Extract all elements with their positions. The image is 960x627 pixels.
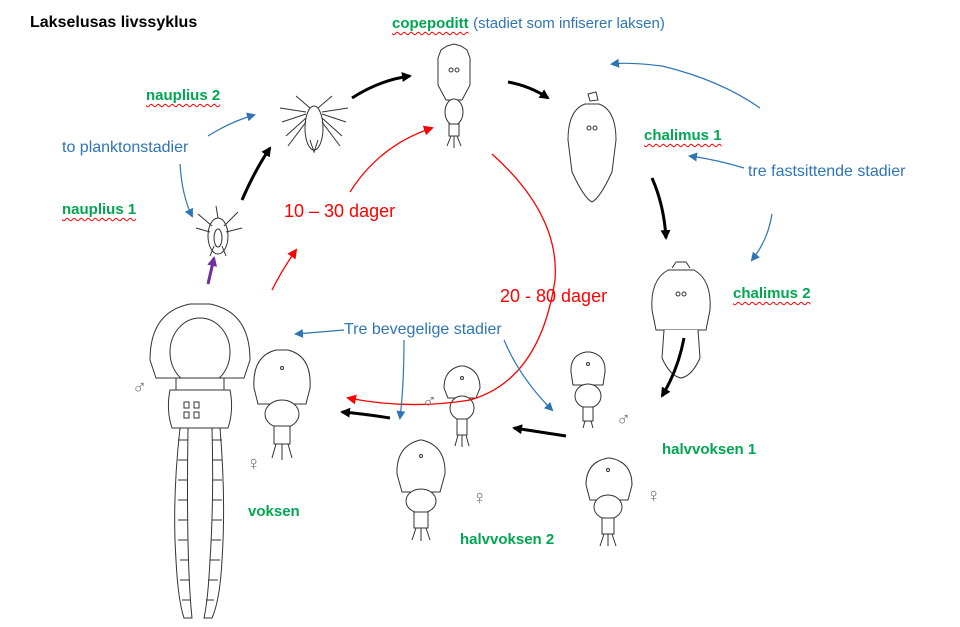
duration-arrows bbox=[271, 125, 556, 406]
chalimus-1-label: chalimus 1 bbox=[644, 127, 722, 144]
diagram-title: Lakselusas livssyklus bbox=[30, 14, 198, 31]
male-symbol-halvvoksen-1: ♂ bbox=[616, 409, 631, 431]
halvvoksen-2-label: halvvoksen 2 bbox=[460, 531, 555, 548]
arrow-n1-to-n2 bbox=[240, 146, 272, 201]
blue-arrow-to-chalimus1 bbox=[688, 152, 745, 169]
hatch-arrow bbox=[206, 256, 218, 285]
blue-arrow-to-nauplius1 bbox=[179, 163, 193, 218]
duration-long: 20 - 80 dager bbox=[500, 286, 608, 306]
mobile-stages-label: Tre bevegelige stadier bbox=[344, 321, 502, 338]
blue-arrow-to-voksen bbox=[294, 328, 345, 338]
blue-arrow-to-nauplius2 bbox=[207, 112, 256, 137]
halvvoksen-2-female-drawing bbox=[396, 439, 446, 541]
nauplius-2-drawing bbox=[279, 95, 349, 154]
blue-arrow-to-chalimus2 bbox=[750, 213, 773, 262]
copepoditt-drawing bbox=[437, 43, 471, 148]
female-symbol-halvvoksen-1: ♀ bbox=[646, 485, 661, 507]
arrow-halvvoksen2-to-voksen bbox=[340, 407, 391, 420]
voksen-female-drawing bbox=[149, 303, 251, 619]
voksen-male-drawing bbox=[253, 349, 311, 460]
copepoditt-label-group: copepoditt (stadiet som infiserer laksen… bbox=[392, 16, 665, 32]
attached-stages-label: tre fastsittende stadier bbox=[748, 163, 906, 180]
female-symbol-halvvoksen-2: ♀ bbox=[472, 487, 487, 509]
male-symbol-voksen: ♂ bbox=[132, 377, 147, 399]
arrow-chalimus1-to-chalimus2 bbox=[650, 177, 671, 240]
red-arrow-to-copepoditt bbox=[349, 125, 434, 193]
blue-arrow-to-halvvoksen1 bbox=[503, 339, 554, 412]
chalimus-2-label: chalimus 2 bbox=[733, 285, 811, 302]
halvvoksen-2-male-drawing bbox=[443, 365, 481, 447]
duration-short: 10 – 30 dager bbox=[284, 201, 396, 221]
arrow-chalimus2-to-halvvoksen1 bbox=[660, 337, 686, 398]
nauplius-1-label: nauplius 1 bbox=[62, 201, 137, 218]
chalimus-1-drawing bbox=[567, 91, 617, 203]
halvvoksen-1-male-drawing bbox=[570, 351, 606, 429]
blue-arrow-to-copepoditt bbox=[610, 58, 761, 109]
arrow-n2-to-copepoditt bbox=[351, 72, 412, 100]
red-arrow-up-short bbox=[271, 248, 298, 291]
arrow-copepoditt-to-chalimus1 bbox=[507, 80, 550, 100]
voksen-label: voksen bbox=[248, 503, 300, 520]
red-arc-long bbox=[346, 153, 556, 406]
plankton-stages-label: to planktonstadier bbox=[62, 139, 189, 156]
halvvoksen-1-female-drawing bbox=[585, 457, 633, 547]
blue-arrow-to-halvvoksen2 bbox=[396, 339, 406, 420]
nauplius-2-label: nauplius 2 bbox=[146, 87, 221, 104]
group-arrows bbox=[179, 58, 773, 420]
arrow-halvvoksen1-to-halvvoksen2 bbox=[512, 424, 567, 438]
nauplius-1-drawing bbox=[195, 205, 243, 257]
halvvoksen-1-label: halvvoksen 1 bbox=[662, 441, 757, 458]
cycle-arrows bbox=[240, 72, 686, 438]
female-symbol-voksen: ♀ bbox=[246, 453, 261, 475]
copepoditt-label: copepoditt bbox=[392, 15, 469, 32]
chalimus-2-drawing bbox=[651, 261, 711, 379]
male-symbol-halvvoksen-2: ♂ bbox=[422, 391, 437, 413]
copepoditt-note: (stadiet som infiserer laksen) bbox=[473, 15, 665, 32]
